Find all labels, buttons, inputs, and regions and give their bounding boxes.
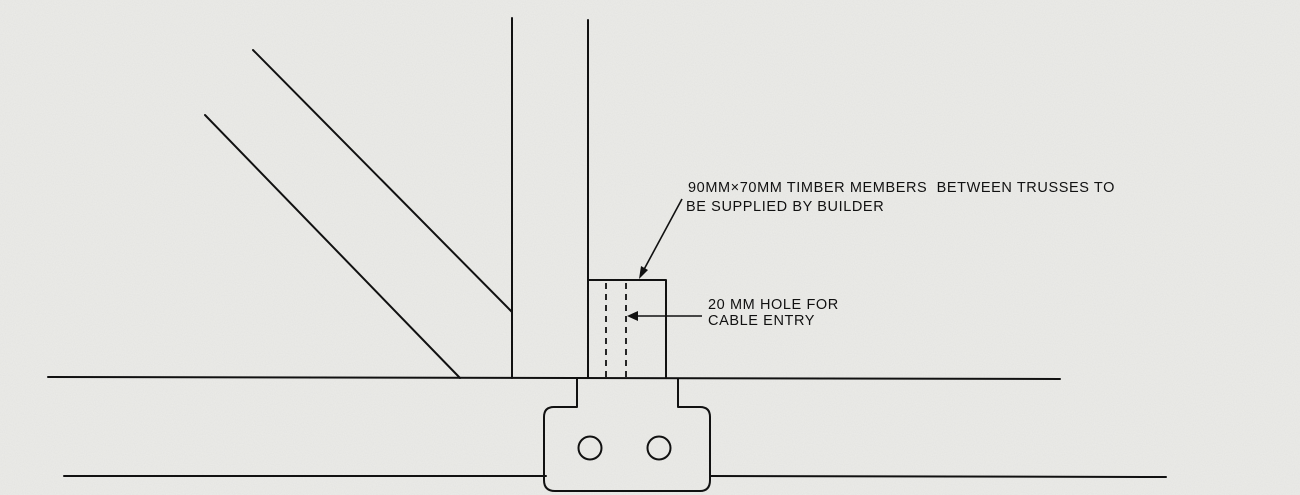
cable-hole-right bbox=[646, 435, 672, 461]
timber-leader-line bbox=[640, 198, 683, 276]
hole-note-line-1: 20 MM HOLE FOR bbox=[708, 297, 839, 313]
hole-leader-arrowhead bbox=[627, 311, 638, 321]
cable-hole-left bbox=[577, 435, 603, 461]
diagonal-web-upper-edge bbox=[252, 49, 513, 313]
timber-note-line-1: 90MM×70MM TIMBER MEMBERS BETWEEN TRUSSES… bbox=[688, 180, 1115, 196]
hole-note-line-2: CABLE ENTRY bbox=[708, 313, 816, 329]
timber-note-line-2: BE SUPPLIED BY BUILDER bbox=[686, 199, 885, 215]
timber-leader-arrowhead bbox=[639, 266, 648, 279]
diagonal-web-lower-edge bbox=[204, 114, 461, 379]
timber-member-block bbox=[587, 279, 667, 378]
cable-bracket bbox=[543, 378, 711, 492]
bottom-chord-top-line bbox=[47, 376, 1061, 380]
bottom-chord-bottom-line-right bbox=[709, 475, 1167, 478]
